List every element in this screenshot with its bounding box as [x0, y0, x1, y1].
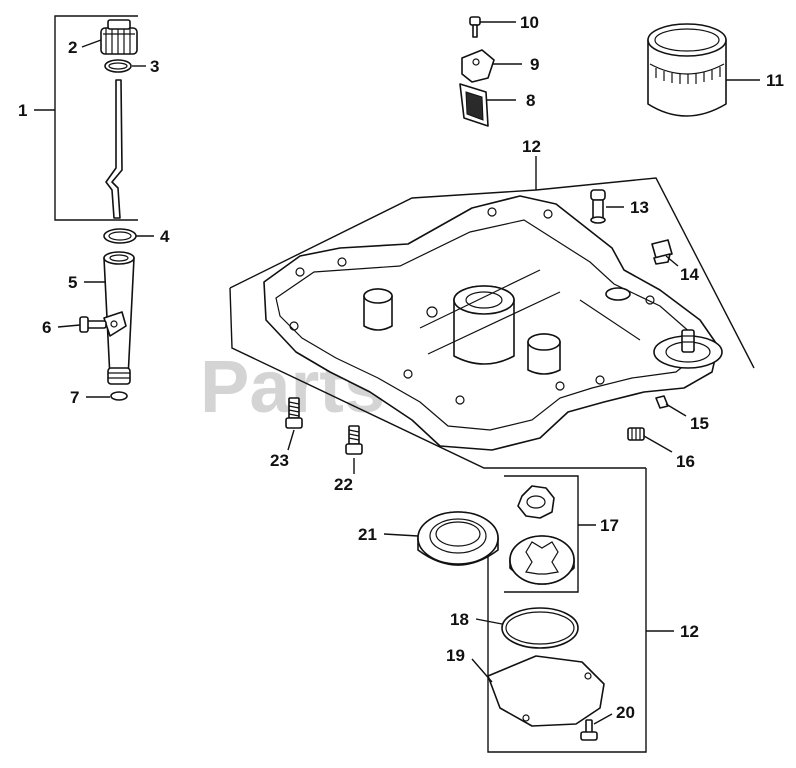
fitting-13: [590, 189, 606, 224]
callout-22: 22: [334, 475, 353, 494]
callout-15: 15: [690, 414, 709, 433]
callout-6: 6: [42, 318, 51, 337]
dipstick-blade: [105, 79, 123, 219]
breather-filter-8: [459, 83, 489, 127]
plug-16: [627, 427, 645, 441]
callout-2: 2: [68, 38, 77, 57]
callout-5: 5: [68, 273, 77, 292]
callout-13: 13: [630, 198, 649, 217]
bolt-23: [285, 397, 303, 429]
callout-1: 1: [18, 101, 27, 120]
bolt-22: [345, 425, 363, 455]
screw-20: [580, 719, 598, 741]
oil-pan: [263, 195, 723, 451]
inner-rotor: [517, 485, 555, 519]
outer-rotor: [509, 535, 575, 585]
pump-gearset-bracket: [504, 475, 579, 593]
callout-14: 14: [680, 265, 699, 284]
callout-labels: 1 2 3 4 5 6 7 8 9 10 11 12 13 14 15 16 1…: [18, 13, 784, 722]
callout-4: 4: [160, 227, 170, 246]
dipstick-cap: [100, 19, 138, 55]
callout-10: 10: [520, 13, 539, 32]
callout-16: 16: [676, 452, 695, 471]
tube-o-ring: [103, 228, 137, 244]
callout-12-top: 12: [522, 137, 541, 156]
nipple-15: [655, 395, 669, 409]
tube-bottom-o-ring: [110, 391, 128, 401]
callout-19: 19: [446, 646, 465, 665]
callout-23: 23: [270, 451, 289, 470]
callout-12-side: 12: [680, 622, 699, 641]
callout-8: 8: [526, 91, 535, 110]
callout-21: 21: [358, 525, 377, 544]
callout-7: 7: [70, 388, 79, 407]
o-ring-18: [501, 607, 579, 649]
callout-11: 11: [766, 71, 784, 90]
breather-cover-9: [461, 49, 495, 83]
plug-14: [651, 239, 673, 265]
oil-pump-bracket: [487, 468, 647, 753]
callout-17: 17: [600, 516, 619, 535]
screw-10: [469, 16, 481, 38]
leader-lines: [34, 21, 760, 725]
callout-18: 18: [450, 610, 469, 629]
dipstick-o-ring: [104, 59, 132, 73]
tube-bracket: [103, 311, 127, 337]
tube-screw: [79, 316, 107, 333]
callout-3: 3: [150, 57, 159, 76]
pump-cover-19: [487, 655, 605, 727]
callout-20: 20: [616, 703, 635, 722]
callout-9: 9: [530, 55, 539, 74]
dipstick-assembly-bracket: [54, 15, 138, 221]
oil-seal-21: [417, 511, 499, 566]
oil-filter: [647, 23, 727, 117]
